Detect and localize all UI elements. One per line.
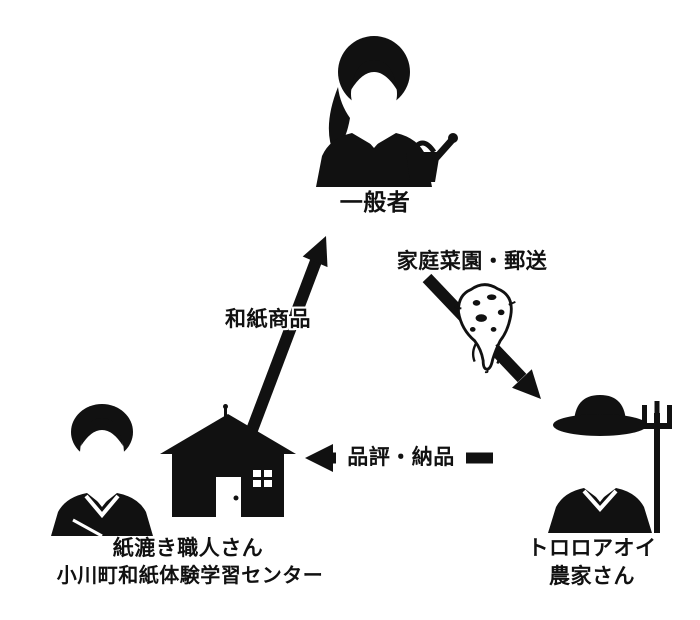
home-garden-mail-label: 家庭菜園・郵送 <box>396 250 548 273</box>
washi-products-label: 和紙商品 <box>225 308 311 331</box>
consumer-label: 一般者 <box>339 189 411 215</box>
washi-products-arrow <box>246 236 328 433</box>
woman-watering-can-icon <box>300 32 460 187</box>
house-icon <box>158 404 298 519</box>
evaluation-delivery-label: 品評・納品 <box>336 445 466 472</box>
person-kimono-icon <box>45 396 160 536</box>
craftsman-label-line1: 紙漉き職人さん <box>112 537 264 560</box>
farmer-label-line2: 農家さん <box>549 565 635 588</box>
farmer-label-line1: トロロアオイ <box>527 537 657 560</box>
craftsman-label-line2: 小川町和紙体験学習センター <box>56 565 324 587</box>
farmer-straw-hat-icon <box>538 383 673 533</box>
tororoaoi-root-icon <box>450 280 522 375</box>
